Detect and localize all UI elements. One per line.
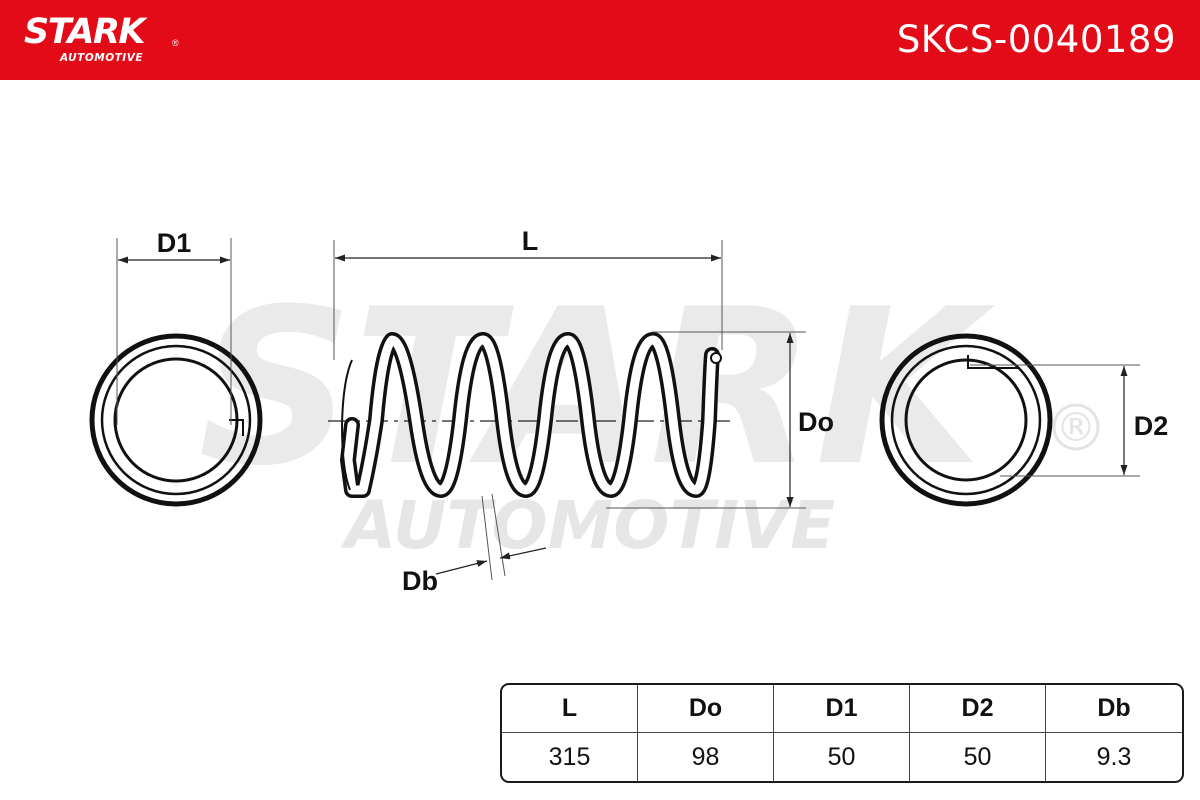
spec-table: L Do D1 D2 Db 315 98 50 50 9.3 [500, 683, 1184, 783]
d2-label: D2 [1134, 411, 1169, 441]
spec-header-l: L [502, 685, 638, 733]
db-label: Db [402, 566, 438, 596]
logo-subtext: AUTOMOTIVE [60, 52, 144, 64]
part-number: SKCS-0040189 [896, 18, 1176, 61]
logo-text: STARK [24, 12, 146, 52]
spec-header-do: Do [638, 685, 774, 733]
l-label: L [522, 226, 539, 256]
header-bar: STARK ® AUTOMOTIVE SKCS-0040189 [0, 0, 1200, 80]
spring-side-view: L Do Db [328, 226, 834, 596]
logo-registered-mark: ® [172, 38, 179, 48]
watermark-registered-ring [1052, 403, 1100, 451]
do-label: Do [798, 407, 834, 437]
watermark-registered: ® [1056, 405, 1096, 451]
db-arrow-right [499, 547, 547, 560]
end-view-right: D2 [879, 333, 1169, 507]
watermark: STARK AUTOMOTIVE ® [198, 262, 1100, 564]
spec-value-db: 9.3 [1096, 742, 1132, 771]
spec-header-d1: D1 [774, 685, 910, 733]
spring-technical-drawing: STARK AUTOMOTIVE ® D1 L Do [89, 226, 1169, 596]
spec-value-d2: 50 [910, 733, 1046, 781]
spec-value-l: 315 [502, 733, 638, 781]
db-arrow-left [435, 560, 488, 575]
end-view-left: D1 [89, 228, 263, 507]
spec-header-d2: D2 [910, 685, 1046, 733]
spec-header-db: Db [1046, 685, 1182, 733]
spec-value-do: 98 [638, 733, 774, 781]
watermark-sub: AUTOMOTIVE [340, 487, 835, 564]
spec-value-d1: 50 [774, 733, 910, 781]
d1-label: D1 [157, 228, 192, 258]
stark-logo: STARK ® AUTOMOTIVE [24, 12, 179, 64]
